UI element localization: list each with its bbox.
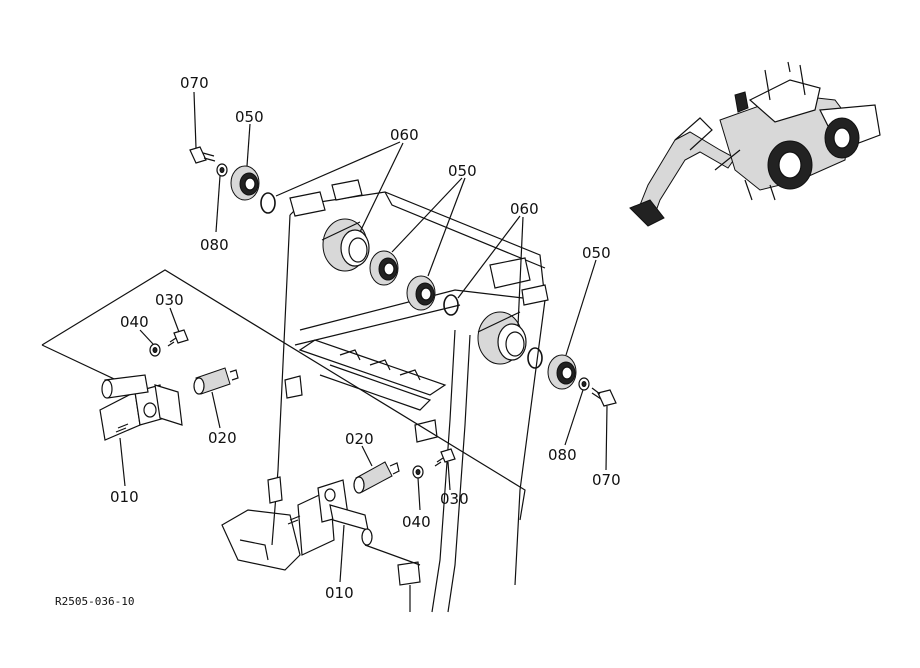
- label-030-left: 030: [155, 291, 184, 309]
- label-010-left: 010: [110, 488, 139, 506]
- leader-lines: [119, 91, 608, 583]
- part-number-labels: 070 050 080 060 050 060 050 030 040 020 …: [110, 74, 621, 602]
- frame-bracket: [221, 179, 549, 613]
- swivel-bracket-left: [99, 374, 183, 441]
- swivel-bracket-bottom: [287, 479, 373, 556]
- tractor-backhoe-thumbnail: [629, 61, 881, 227]
- label-050-right: 050: [582, 244, 611, 262]
- ball-bearing-mid-1: [369, 250, 399, 286]
- snap-ring-group: [260, 192, 543, 369]
- label-070-bottom: 070: [592, 471, 621, 489]
- pin-left: [193, 367, 239, 395]
- ball-bearing-group: [230, 165, 577, 390]
- ball-bearing-right: [547, 354, 577, 390]
- label-080-bottom: 080: [548, 446, 577, 464]
- pin-bottom: [353, 461, 400, 494]
- label-060-top: 060: [390, 126, 419, 144]
- ball-bearing-top-left: [230, 165, 260, 201]
- label-080-top: 080: [200, 236, 229, 254]
- label-030-center: 030: [440, 490, 469, 508]
- bolt-top-left: [189, 146, 228, 177]
- label-060-right: 060: [510, 200, 539, 218]
- subassembly-outline-left: [41, 269, 526, 521]
- bearing-bosses: [321, 218, 527, 365]
- label-050-top: 050: [235, 108, 264, 126]
- label-050-mid: 050: [448, 162, 477, 180]
- ball-bearing-mid-2: [406, 275, 436, 311]
- label-010-bottom: 010: [325, 584, 354, 602]
- washer-bolt-left: [149, 329, 189, 357]
- label-020-center: 020: [345, 430, 374, 448]
- label-070-top: 070: [180, 74, 209, 92]
- label-020-left: 020: [208, 429, 237, 447]
- bolt-right: [578, 377, 617, 407]
- label-040-center: 040: [402, 513, 431, 531]
- document-code: R2505-036-10: [55, 595, 134, 608]
- label-040-left: 040: [120, 313, 149, 331]
- washer-bolt-bottom: [412, 448, 456, 479]
